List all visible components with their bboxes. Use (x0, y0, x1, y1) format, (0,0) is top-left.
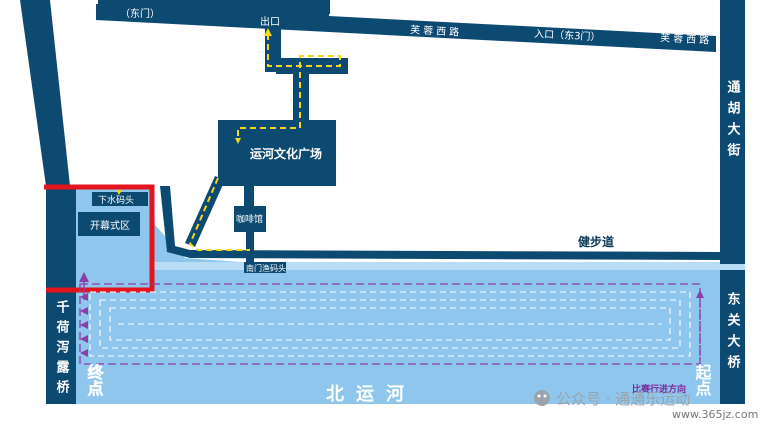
dongguan-bridge (720, 270, 745, 404)
route-exit-to-square (237, 34, 341, 140)
wechat-icon-inner (537, 394, 541, 398)
finish-up-arrow (79, 272, 89, 282)
pier-block (92, 192, 148, 206)
cafe-block (234, 206, 266, 232)
lane-inner-2 (99, 299, 681, 349)
south-gate-pier-block (244, 262, 286, 273)
dongguan-bridge-label: 东关大桥 (725, 291, 741, 376)
west-road (20, 0, 70, 186)
qianhe-bridge (46, 188, 76, 404)
race-direction-label: 比赛行进方向 (632, 383, 686, 395)
wechat-icon-inner-2 (543, 394, 547, 398)
culture-square-notch (300, 120, 336, 186)
qianhe-bridge-label: 千荷泻露桥 (54, 299, 71, 400)
wechat-icon (534, 390, 550, 406)
north-canal-water (46, 188, 745, 404)
pier-label: 下水码头 (98, 194, 134, 206)
footpath-label: 健步道 (578, 234, 614, 249)
tonghu-street-label: 通胡大街 (725, 79, 742, 164)
cafe-stem (244, 186, 254, 208)
entrance-label: 入口（东3门） (534, 27, 601, 43)
south-gate-pier-label: 南门渔码头 (246, 263, 286, 273)
lane-arrow-2 (80, 307, 88, 315)
furong-road-label-1: 芙蓉西路 (410, 23, 463, 39)
water-top-strip (150, 262, 745, 270)
exit-label: 出口 (260, 15, 280, 28)
furong-west-road-band (96, 4, 716, 52)
lane-arrow-5 (80, 349, 88, 357)
dongmen-top-label: （东门） (120, 7, 160, 20)
cafe-stem-lower (246, 230, 254, 264)
lane-inner-3 (109, 307, 671, 341)
furong-road-label-2: 芙蓉西路 (660, 31, 713, 47)
culture-square-label: 运河文化广场 (250, 146, 322, 161)
start-up-arrow (696, 290, 704, 298)
tonghu-street (720, 0, 745, 264)
route-arrow-up (264, 28, 272, 36)
watermark-site: www.365jz.com (672, 408, 758, 421)
footpath-road (160, 186, 720, 260)
north-canal-label: 北运河 (326, 384, 416, 405)
watermark-account: 公众号 · 通通乐运动 (556, 390, 690, 408)
start-label: 起点 (693, 363, 713, 397)
opening-area-label: 开幕式区 (90, 219, 130, 232)
lane-arrow-4 (80, 335, 88, 343)
route-arrow-pier (116, 190, 122, 195)
lane-arrow-3 (80, 321, 88, 329)
diagonal-path (185, 176, 225, 247)
finish-label: 终点 (85, 363, 104, 397)
route-arrow-down (235, 138, 241, 144)
lane-inner-1 (89, 291, 691, 357)
opening-area-block (78, 212, 140, 236)
route-square-to-pier (188, 177, 250, 251)
cafe-label: 咖啡馆 (236, 213, 263, 225)
opening-zone-border (44, 184, 155, 293)
